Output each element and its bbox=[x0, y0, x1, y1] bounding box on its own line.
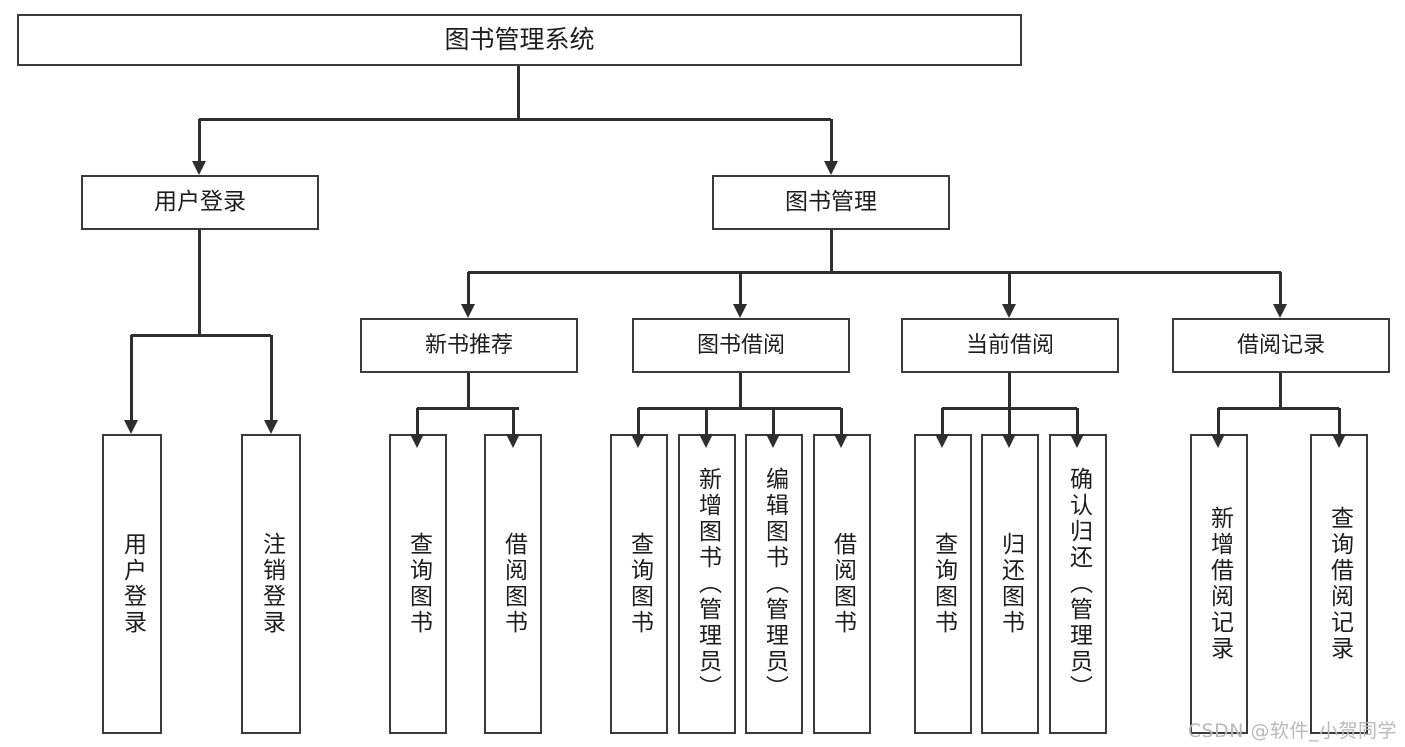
node-leaf-logout[interactable]: 注销登录 bbox=[241, 434, 301, 734]
node-l1-user-login[interactable]: 用户登录 bbox=[81, 175, 319, 230]
connector-manage-drop-3-arrow bbox=[1273, 304, 1287, 318]
node-leaf-user-login[interactable]: 用户登录 bbox=[102, 434, 162, 734]
connector-manage-bus bbox=[468, 271, 1281, 274]
node-label: 确认归还（管理员） bbox=[1065, 467, 1092, 701]
connector-group-1-drop-0-line bbox=[637, 408, 640, 434]
node-label: 图书管理系统 bbox=[444, 25, 595, 55]
node-leaf-add-borrow-record[interactable]: 新增借阅记录 bbox=[1190, 434, 1248, 734]
node-leaf-borrow-book-recommend[interactable]: 借阅图书 bbox=[484, 434, 542, 734]
connector-login-stem bbox=[198, 230, 201, 335]
node-label: 新书推荐 bbox=[424, 332, 513, 358]
connector-group-3-drop-0-arrow bbox=[1211, 434, 1225, 448]
connector-group-0-bus bbox=[417, 407, 519, 410]
connector-root-drop-0-line bbox=[198, 119, 201, 161]
node-root-book-management-system[interactable]: 图书管理系统 bbox=[17, 14, 1022, 66]
connector-manage-drop-0-arrow bbox=[461, 304, 475, 318]
node-label: 借阅图书 bbox=[829, 532, 856, 636]
connector-manage-drop-0-line bbox=[467, 272, 470, 304]
connector-group-2-drop-0-arrow bbox=[935, 434, 949, 448]
node-leaf-add-book-admin[interactable]: 新增图书（管理员） bbox=[678, 434, 736, 734]
connector-group-1-bus bbox=[638, 407, 841, 410]
connector-group-1-stem bbox=[739, 373, 742, 408]
connector-manage-drop-2-arrow bbox=[1002, 304, 1016, 318]
connector-group-2-drop-2-arrow bbox=[1070, 434, 1084, 448]
connector-group-0-drop-1-arrow bbox=[506, 434, 520, 448]
connector-group-0-stem bbox=[467, 373, 470, 408]
connector-manage-drop-1-arrow bbox=[733, 304, 747, 318]
connector-group-1-drop-3-line bbox=[840, 408, 843, 434]
connector-login-drop-0-arrow bbox=[124, 420, 138, 434]
connector-group-3-stem bbox=[1279, 373, 1282, 408]
connector-group-1-drop-2-arrow bbox=[766, 434, 780, 448]
node-label: 用户登录 bbox=[154, 188, 246, 215]
node-label: 借阅记录 bbox=[1236, 332, 1325, 358]
node-l2-book-borrow[interactable]: 图书借阅 bbox=[632, 318, 850, 373]
connector-group-2-drop-1-line bbox=[1008, 408, 1011, 434]
connector-group-1-drop-1-arrow bbox=[699, 434, 713, 448]
connector-manage-stem bbox=[830, 230, 833, 272]
connector-group-1-drop-1-line bbox=[705, 408, 708, 434]
node-label: 查询图书 bbox=[405, 532, 432, 636]
connector-group-2-drop-0-line bbox=[941, 408, 944, 434]
node-label: 编辑图书（管理员） bbox=[761, 467, 788, 701]
connector-group-0-drop-1-line bbox=[512, 408, 515, 434]
node-leaf-borrow-book[interactable]: 借阅图书 bbox=[813, 434, 871, 734]
node-label: 归还图书 bbox=[997, 532, 1024, 636]
connector-root-drop-0-arrow bbox=[192, 161, 206, 175]
connector-group-2-drop-2-line bbox=[1076, 408, 1079, 434]
node-label: 注销登录 bbox=[258, 532, 285, 636]
node-l2-current-borrow[interactable]: 当前借阅 bbox=[901, 318, 1119, 373]
node-leaf-return-book[interactable]: 归还图书 bbox=[981, 434, 1039, 734]
node-label: 查询图书 bbox=[626, 532, 653, 636]
connector-group-1-drop-2-line bbox=[772, 408, 775, 434]
node-leaf-query-book-borrow[interactable]: 查询图书 bbox=[610, 434, 668, 734]
connector-group-1-drop-0-arrow bbox=[631, 434, 645, 448]
node-label: 查询借阅记录 bbox=[1326, 506, 1353, 662]
connector-root-bus bbox=[199, 118, 831, 121]
node-label: 查询图书 bbox=[930, 532, 957, 636]
node-label: 用户登录 bbox=[119, 532, 146, 636]
node-leaf-query-book-current[interactable]: 查询图书 bbox=[914, 434, 972, 734]
node-label: 当前借阅 bbox=[965, 332, 1054, 358]
node-leaf-edit-book-admin[interactable]: 编辑图书（管理员） bbox=[745, 434, 803, 734]
connector-root-stem bbox=[517, 66, 520, 119]
connector-group-1-drop-3-arrow bbox=[834, 434, 848, 448]
node-label: 新增图书（管理员） bbox=[694, 467, 721, 701]
connector-manage-drop-2-line bbox=[1008, 272, 1011, 304]
node-l2-new-book-recommend[interactable]: 新书推荐 bbox=[360, 318, 578, 373]
node-leaf-query-borrow-record[interactable]: 查询借阅记录 bbox=[1310, 434, 1368, 734]
connector-login-bus bbox=[131, 334, 271, 337]
node-label: 图书借阅 bbox=[696, 332, 785, 358]
connector-root-drop-1-line bbox=[830, 119, 833, 161]
node-l2-borrow-record[interactable]: 借阅记录 bbox=[1172, 318, 1390, 373]
connector-group-2-drop-1-arrow bbox=[1002, 434, 1016, 448]
connector-manage-drop-1-line bbox=[739, 272, 742, 304]
node-label: 图书管理 bbox=[785, 188, 877, 215]
connector-group-2-stem bbox=[1008, 373, 1011, 408]
node-leaf-confirm-return-admin[interactable]: 确认归还（管理员） bbox=[1049, 434, 1107, 734]
node-leaf-query-book-recommend[interactable]: 查询图书 bbox=[389, 434, 447, 734]
node-label: 新增借阅记录 bbox=[1206, 506, 1233, 662]
connector-manage-drop-3-line bbox=[1279, 272, 1282, 304]
connector-group-3-drop-0-line bbox=[1217, 408, 1220, 434]
node-l1-book-management[interactable]: 图书管理 bbox=[712, 175, 950, 230]
connector-login-drop-1-line bbox=[270, 335, 273, 420]
connector-login-drop-1-arrow bbox=[264, 420, 278, 434]
node-label: 借阅图书 bbox=[500, 532, 527, 636]
connector-group-3-drop-1-arrow bbox=[1332, 434, 1346, 448]
connector-group-3-bus bbox=[1218, 407, 1339, 410]
connector-group-3-drop-1-line bbox=[1338, 408, 1341, 434]
connector-root-drop-1-arrow bbox=[824, 161, 838, 175]
connector-group-0-drop-0-arrow bbox=[410, 434, 424, 448]
connector-login-drop-0-line bbox=[130, 335, 133, 420]
connector-group-0-drop-0-line bbox=[416, 408, 419, 434]
